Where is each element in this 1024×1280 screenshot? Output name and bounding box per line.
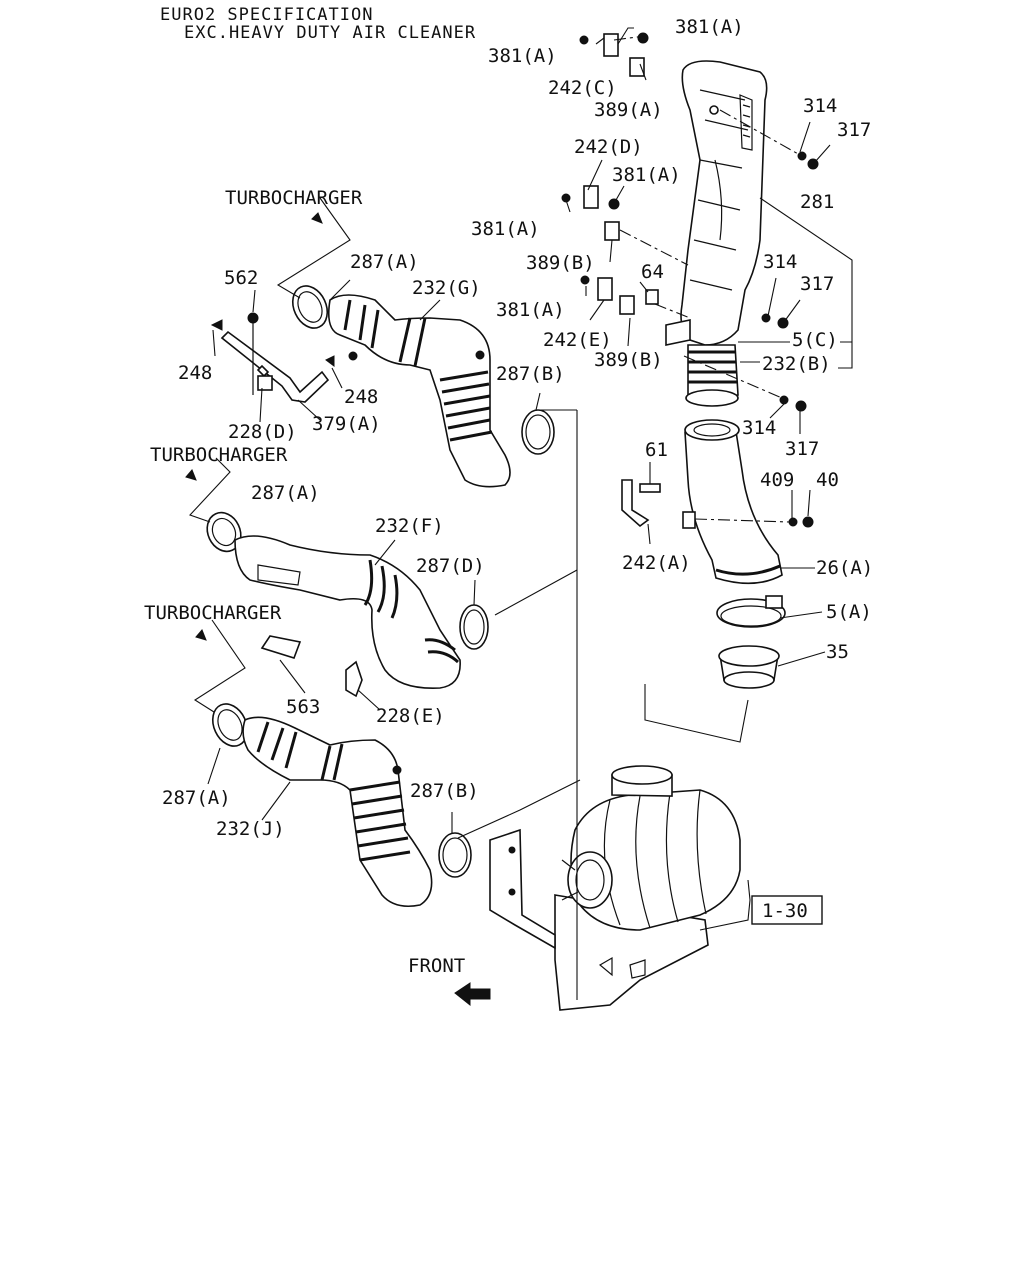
callout-281: 281 xyxy=(800,191,834,213)
callout-5a: 5(A) xyxy=(826,601,872,623)
callout-5c: 5(C) xyxy=(792,329,838,351)
callout-409: 409 xyxy=(760,469,794,491)
callout-389b: 389(B) xyxy=(526,252,595,274)
callout-287a: 287(A) xyxy=(350,251,419,273)
callout-242e: 242(E) xyxy=(543,329,612,351)
turbocharger-label-3: TURBOCHARGER xyxy=(144,602,282,624)
callout-563: 563 xyxy=(286,696,320,718)
callout-389a: 389(A) xyxy=(594,99,663,121)
air-cleaner-assembly xyxy=(489,765,741,1011)
callout-317: 317 xyxy=(785,438,819,460)
callout-314: 314 xyxy=(803,95,837,117)
callout-232f: 232(F) xyxy=(375,515,444,537)
callout-26a: 26(A) xyxy=(816,557,873,579)
callout-35: 35 xyxy=(826,641,849,663)
callout-317: 317 xyxy=(837,119,871,141)
clamp-287d xyxy=(459,604,489,650)
callout-389b: 389(B) xyxy=(594,349,663,371)
callout-287a: 287(A) xyxy=(251,482,320,504)
callout-242c: 242(C) xyxy=(548,77,617,99)
callout-248: 248 xyxy=(178,362,212,384)
callout-1-30: 1-30 xyxy=(762,900,808,922)
clamp-287b-lower xyxy=(438,832,472,878)
front-arrow-icon xyxy=(454,982,491,1007)
callout-562: 562 xyxy=(224,267,258,289)
callout-64: 64 xyxy=(641,261,664,283)
callout-287d: 287(D) xyxy=(416,555,485,577)
callout-381a: 381(A) xyxy=(496,299,565,321)
callout-287b: 287(B) xyxy=(496,363,565,385)
hose-232g xyxy=(291,285,511,488)
callout-228d: 228(D) xyxy=(228,421,297,443)
leader-lines xyxy=(189,27,853,931)
breather-hose-379a xyxy=(210,312,335,403)
reference-box xyxy=(751,895,823,925)
callout-248: 248 xyxy=(344,386,378,408)
front-label: FRONT xyxy=(408,955,465,977)
callout-232b: 232(B) xyxy=(762,353,831,375)
callout-287a: 287(A) xyxy=(162,787,231,809)
callout-228e: 228(E) xyxy=(376,705,445,727)
elbow-hose-26a xyxy=(621,419,814,585)
spec-title-line2: EXC.HEAVY DUTY AIR CLEANER xyxy=(184,23,476,43)
adapter-ring-35 xyxy=(718,645,780,689)
callout-40: 40 xyxy=(816,469,839,491)
turbocharger-arrows xyxy=(185,212,323,641)
clamp-287b-upper xyxy=(521,409,555,455)
callout-242d: 242(D) xyxy=(574,136,643,158)
callout-381a: 381(A) xyxy=(488,45,557,67)
intake-snorkel-281 xyxy=(680,60,768,407)
callout-379a: 379(A) xyxy=(312,413,381,435)
brackets-563-228e xyxy=(260,635,363,698)
turbocharger-label-2: TURBOCHARGER xyxy=(150,444,288,466)
callout-232g: 232(G) xyxy=(412,277,481,299)
callout-314: 314 xyxy=(763,251,797,273)
callout-381a: 381(A) xyxy=(675,16,744,38)
callout-287b: 287(B) xyxy=(410,780,479,802)
turbocharger-label-1: TURBOCHARGER xyxy=(225,187,363,209)
callout-381a: 381(A) xyxy=(471,218,540,240)
hose-232f xyxy=(206,511,461,689)
spec-title-line1: EURO2 SPECIFICATION xyxy=(160,5,373,25)
callout-317: 317 xyxy=(800,273,834,295)
callout-242a: 242(A) xyxy=(622,552,691,574)
callout-232j: 232(J) xyxy=(216,818,285,840)
hose-232j xyxy=(211,703,433,908)
callout-61: 61 xyxy=(645,439,668,461)
callout-314: 314 xyxy=(742,417,776,439)
hose-clamp-5a xyxy=(716,595,786,628)
callout-381a: 381(A) xyxy=(612,164,681,186)
